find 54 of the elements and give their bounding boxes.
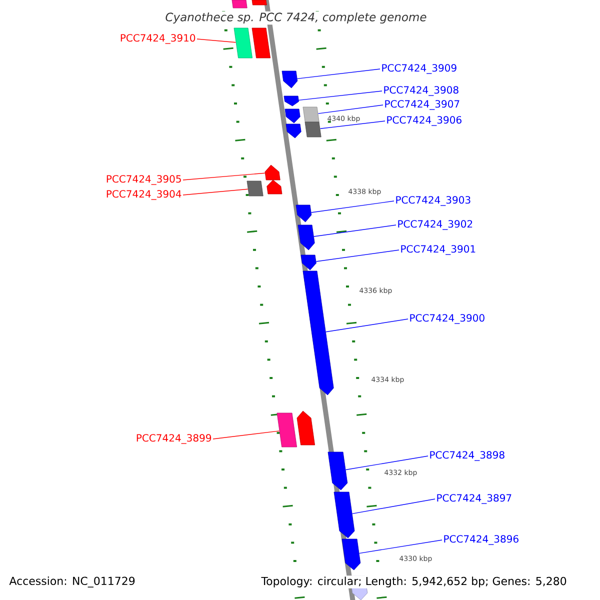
leader-line: [182, 188, 248, 196]
gene-block: [246, 180, 264, 196]
gene-block: [302, 106, 320, 122]
leader-line: [212, 430, 280, 440]
gene-block: [252, 0, 267, 6]
gene-block: [232, 0, 248, 8]
leader-line: [182, 172, 266, 180]
gene-label: PCC7424_3906: [387, 116, 462, 126]
leader-line: [326, 318, 408, 332]
gene-block: [252, 28, 270, 58]
gene-label: PCC7424_3910: [120, 34, 196, 44]
leader-line: [352, 498, 436, 514]
title: Cyanothece sp. PCC 7424, complete genome: [164, 11, 428, 25]
leader-line: [310, 200, 394, 213]
gene-label: PCC7424_3902: [398, 220, 472, 230]
leader-line: [345, 456, 428, 470]
leader-line: [297, 68, 380, 80]
gene-block: [296, 204, 312, 222]
gene-block: [296, 410, 315, 446]
gene-block: [264, 164, 280, 180]
leader-line: [358, 540, 442, 554]
gene-block: [282, 70, 298, 88]
gene-block: [302, 270, 334, 396]
gene-label: PCC7424_3898: [430, 451, 504, 461]
gene-block: [328, 452, 348, 490]
gene-block: [342, 538, 361, 570]
gene-label: PCC7424_3903: [396, 196, 470, 206]
gene-block: [284, 108, 300, 124]
gene-block: [334, 492, 355, 538]
gene-block: [234, 28, 252, 58]
leader-line: [314, 224, 396, 237]
gene-label: PCC7424_3897: [437, 494, 512, 504]
gene-block: [266, 180, 282, 194]
leader-line: [318, 104, 384, 114]
gene-label: PCC7424_3907: [385, 100, 460, 110]
gene-label: PCC7424_3909: [382, 64, 456, 74]
leader-line: [316, 250, 400, 262]
leader-line: [196, 38, 236, 43]
gene-label: PCC7424_3905: [106, 175, 181, 185]
gene-label: PCC7424_3899: [136, 434, 212, 444]
gene-block: [304, 122, 322, 138]
gene-label: PCC7424_3901: [401, 245, 476, 255]
gene-block: [298, 224, 315, 250]
gene-label: PCC7424_3908: [384, 86, 458, 96]
gene-label: PCC7424_3904: [106, 190, 182, 200]
gene-block: [284, 96, 299, 106]
gene-block: [276, 412, 297, 448]
gene-block: [286, 124, 302, 138]
gene-block: [300, 254, 316, 270]
accession-text: Accession: NC_011729: [8, 576, 136, 588]
gene-label: PCC7424_3900: [410, 314, 484, 324]
gene-label: PCC7424_3896: [444, 535, 518, 545]
leader-line: [298, 90, 382, 101]
leader-line: [320, 120, 386, 129]
